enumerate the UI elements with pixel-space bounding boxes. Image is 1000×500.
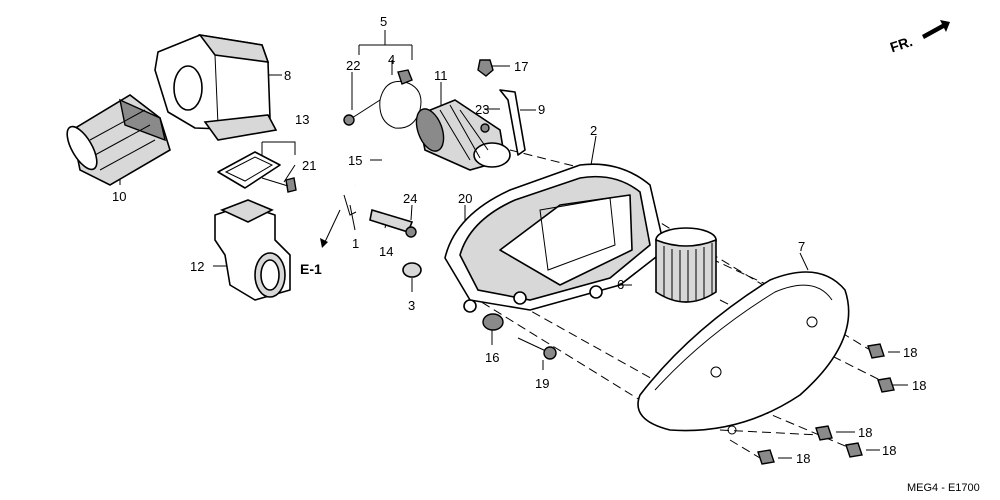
part-17-nut bbox=[477, 59, 494, 77]
part-24-clip bbox=[405, 226, 417, 238]
callout-8: 8 bbox=[284, 68, 291, 83]
callout-5: 5 bbox=[380, 14, 387, 29]
callout-14: 14 bbox=[379, 244, 393, 259]
part-2-air-cleaner-case bbox=[444, 163, 666, 313]
part-23-bolt bbox=[480, 123, 490, 133]
callout-23: 23 bbox=[475, 102, 489, 117]
callout-13: 13 bbox=[295, 112, 309, 127]
part-13-gasket bbox=[217, 151, 281, 189]
callout-6: 6 bbox=[617, 277, 624, 292]
callout-18-b: 18 bbox=[912, 378, 926, 393]
callout-19: 19 bbox=[535, 376, 549, 391]
callout-24: 24 bbox=[403, 191, 417, 206]
callout-15: 15 bbox=[348, 153, 362, 168]
callout-4: 4 bbox=[388, 52, 395, 67]
front-direction-label: FR. bbox=[888, 33, 914, 55]
part-11-connecting-tube bbox=[415, 99, 511, 171]
callout-7: 7 bbox=[798, 239, 805, 254]
part-14-drain-plug bbox=[369, 208, 414, 233]
part-9-bracket bbox=[499, 89, 526, 156]
part-1-clip bbox=[343, 194, 357, 216]
part-16-collar bbox=[482, 313, 504, 331]
callout-11: 11 bbox=[434, 68, 448, 83]
callout-16: 16 bbox=[485, 350, 499, 365]
e1-reference-arrow bbox=[320, 209, 341, 248]
part-22-screw bbox=[343, 99, 381, 126]
part-12-boot-housing bbox=[214, 199, 291, 301]
part-21-screw bbox=[261, 177, 297, 193]
leader-lines bbox=[119, 30, 908, 459]
callout-12: 12 bbox=[190, 259, 204, 274]
callout-18-c: 18 bbox=[858, 425, 872, 440]
part-6-air-filter-element bbox=[655, 227, 717, 303]
callout-9: 9 bbox=[538, 102, 545, 117]
callout-10: 10 bbox=[112, 189, 126, 204]
callout-1: 1 bbox=[352, 236, 359, 251]
callout-20: 20 bbox=[458, 191, 472, 206]
diagram-code: MEG4 - E1700 bbox=[907, 482, 980, 494]
callout-2: 2 bbox=[590, 123, 597, 138]
callout-18-e: 18 bbox=[796, 451, 810, 466]
part-5-clamp bbox=[379, 69, 422, 129]
part-8-airbox-cover bbox=[154, 33, 278, 141]
part-19-bolt bbox=[517, 337, 557, 360]
part-18-screws bbox=[757, 343, 895, 465]
callout-22: 22 bbox=[346, 58, 360, 73]
ref-label-e1: E-1 bbox=[300, 261, 322, 277]
part-15-hose bbox=[353, 165, 466, 228]
part-10-intake-tube bbox=[66, 94, 171, 186]
callout-labels: 1 2 3 4 5 6 7 8 9 10 11 12 13 14 15 16 1… bbox=[112, 14, 926, 466]
callout-17: 17 bbox=[514, 59, 528, 74]
callout-21: 21 bbox=[302, 158, 316, 173]
part-3-grommet bbox=[402, 262, 422, 278]
callout-18-d: 18 bbox=[882, 443, 896, 458]
callout-18-a: 18 bbox=[903, 345, 917, 360]
front-direction-arrow bbox=[922, 20, 950, 39]
callout-3: 3 bbox=[408, 298, 415, 313]
part-7-air-cleaner-cover bbox=[637, 271, 850, 435]
